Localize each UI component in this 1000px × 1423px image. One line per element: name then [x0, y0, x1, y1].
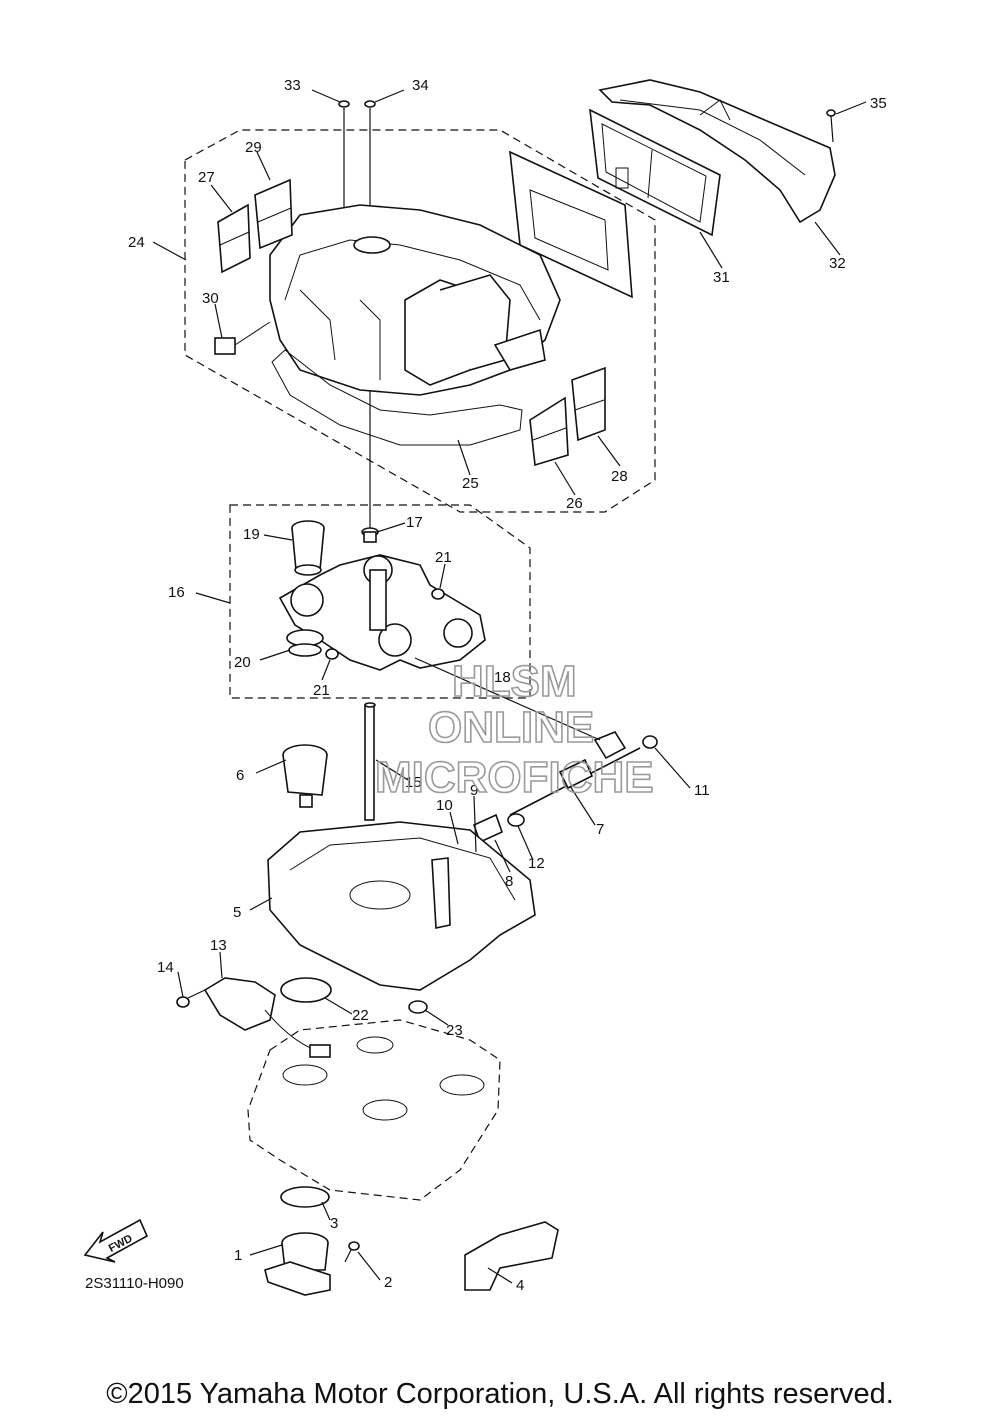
joint-1 — [264, 1232, 331, 1296]
callout-3: 3 — [330, 1215, 338, 1232]
callout-34: 34 — [412, 77, 429, 94]
callout-35: 35 — [870, 95, 887, 112]
intake-plate-16 — [278, 554, 486, 671]
callout-21a: 21 — [435, 549, 452, 566]
element-27 — [217, 203, 251, 274]
element-26 — [529, 396, 569, 467]
callout-10: 10 — [436, 797, 453, 814]
collar-11 — [642, 735, 658, 749]
air-box-cover — [269, 204, 561, 396]
callout-7: 7 — [596, 821, 604, 838]
callout-17: 17 — [406, 514, 423, 531]
gasket — [271, 349, 523, 446]
sensor-30 — [214, 321, 271, 355]
side-cover-panel — [509, 150, 633, 299]
callout-5: 5 — [233, 904, 241, 921]
callout-6: 6 — [236, 767, 244, 784]
sensor-13 — [203, 977, 331, 1058]
fwd-arrow-icon: FWD — [83, 1218, 149, 1263]
callout-22: 22 — [352, 1007, 369, 1024]
funnel-20 — [286, 629, 324, 657]
funnel-19 — [291, 520, 325, 576]
callout-20: 20 — [234, 654, 251, 671]
cover-4 — [464, 1221, 559, 1291]
callout-16: 16 — [168, 584, 185, 601]
o-ring-23 — [408, 1000, 428, 1014]
clamp-3 — [280, 1186, 330, 1208]
duct-32 — [598, 79, 836, 224]
callout-8: 8 — [505, 873, 513, 890]
pipe-15 — [364, 702, 376, 821]
copyright-notice: ©2015 Yamaha Motor Corporation, U.S.A. A… — [106, 1378, 894, 1410]
callout-2: 2 — [384, 1274, 392, 1291]
callout-28: 28 — [611, 468, 628, 485]
group-16-outline — [229, 504, 531, 699]
callout-13: 13 — [210, 937, 227, 954]
callout-11: 11 — [694, 782, 710, 799]
callout-9: 9 — [470, 782, 478, 799]
callout-1: 1 — [234, 1247, 242, 1264]
funnel-6 — [282, 744, 328, 808]
callout-25: 25 — [462, 475, 479, 492]
callout-14: 14 — [157, 959, 174, 976]
callout-24: 24 — [128, 234, 145, 251]
air-box-case-5 — [267, 821, 536, 991]
watermark-line2: ONLINE — [428, 703, 594, 752]
diagram-code: 2S31110-H090 — [85, 1275, 184, 1292]
engine-block-reference — [247, 1019, 501, 1201]
callout-18: 18 — [494, 669, 511, 686]
grommet-21b — [325, 648, 339, 660]
watermark-line3: MICROFICHE — [375, 753, 654, 802]
air-filter-element-31 — [589, 108, 721, 237]
bolt-12 — [507, 813, 525, 827]
callout-21b: 21 — [313, 682, 330, 699]
callout-23: 23 — [446, 1022, 463, 1039]
callout-33: 33 — [284, 77, 301, 94]
callout-labels: 33 34 35 29 27 24 30 31 32 25 26 28 19 1… — [128, 77, 887, 1294]
callout-31: 31 — [713, 269, 730, 286]
callout-32: 32 — [829, 255, 846, 272]
group-24-outline — [184, 129, 656, 513]
callout-30: 30 — [202, 290, 219, 307]
callout-29: 29 — [245, 139, 262, 156]
watermark: HLSM ONLINE MICROFICHE — [374, 656, 654, 803]
callout-26: 26 — [566, 495, 583, 512]
rod-assembly-7 — [414, 657, 641, 816]
element-28 — [571, 366, 606, 442]
screw-2 — [344, 1241, 360, 1263]
bolt-14 — [176, 989, 206, 1008]
callout-12: 12 — [528, 855, 545, 872]
element-29 — [254, 178, 293, 250]
grommet-21a — [431, 588, 445, 600]
callout-19: 19 — [243, 526, 260, 543]
watermark-line1: HLSM — [452, 657, 577, 706]
leader-lines — [152, 89, 867, 1284]
callout-27: 27 — [198, 169, 215, 186]
callout-15: 15 — [405, 774, 422, 791]
screw-35 — [826, 109, 836, 143]
callout-4: 4 — [516, 1277, 524, 1294]
o-ring-22 — [280, 977, 332, 1003]
grommet-17 — [361, 527, 379, 543]
